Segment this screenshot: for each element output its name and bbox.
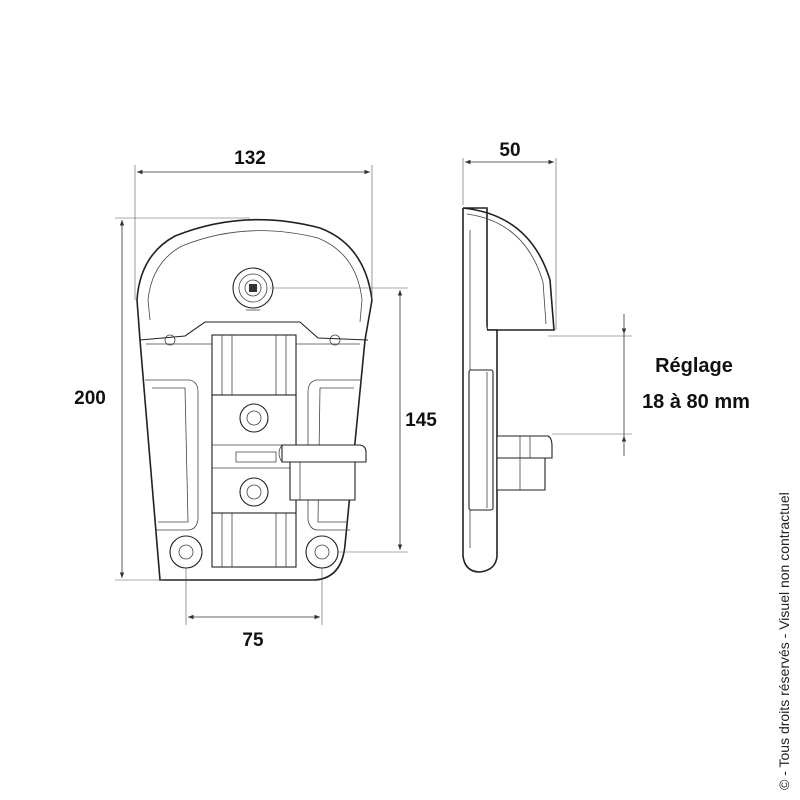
dimension-width: 132 xyxy=(134,148,373,300)
front-cap-inner xyxy=(147,230,363,323)
dimension-depth-label: 50 xyxy=(499,140,520,161)
front-cap-edge xyxy=(139,321,369,341)
side-striker xyxy=(468,369,494,511)
dimension-height: 200 xyxy=(74,217,250,581)
copyright-notice: © - Tous droits réservés - Visuel non co… xyxy=(776,492,792,790)
dimension-horizontal-spacing: 75 xyxy=(185,568,323,651)
dimension-width-label: 132 xyxy=(234,148,266,169)
bottom-right-hole xyxy=(305,535,339,569)
dimension-horizontal-spacing-label: 75 xyxy=(242,630,264,651)
side-view xyxy=(462,207,555,573)
adjustment-title: Réglage xyxy=(655,355,733,377)
dimension-depth: 50 xyxy=(462,140,557,330)
dimension-vertical-spacing: 145 xyxy=(270,287,437,553)
dimension-vertical-spacing-label: 145 xyxy=(405,410,437,431)
dimension-height-label: 200 xyxy=(74,388,106,409)
cap-screw xyxy=(232,267,274,311)
side-cap xyxy=(462,207,555,331)
latch-catch xyxy=(278,444,367,501)
side-latch xyxy=(496,435,553,491)
front-view xyxy=(136,218,373,581)
adjustment-range: 18 à 80 mm xyxy=(642,391,750,413)
left-pocket xyxy=(145,379,199,531)
dimension-adjustment: Réglage 18 à 80 mm xyxy=(548,314,750,456)
bottom-left-hole xyxy=(169,535,203,569)
